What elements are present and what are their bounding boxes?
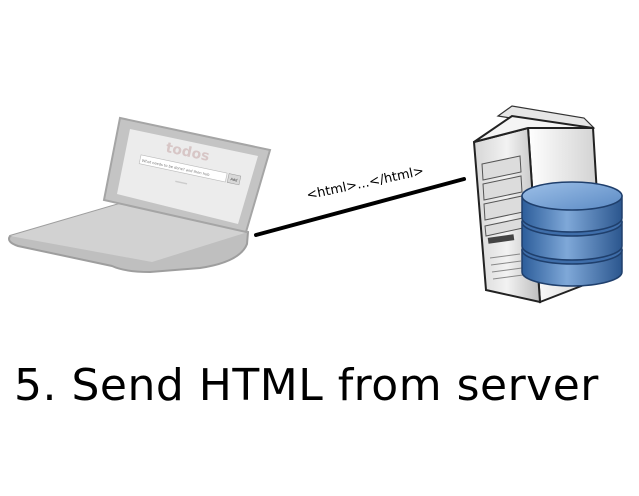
laptop-icon: todos What needs to be done? and then hu… <box>8 116 272 274</box>
step-caption: 5. Send HTML from server <box>14 360 599 411</box>
connection-line <box>254 177 466 237</box>
connection-label: <html>...</html> <box>305 164 425 204</box>
server-slot <box>487 234 515 244</box>
screen-todo-input <box>138 154 228 183</box>
server-top <box>473 114 594 143</box>
laptop-base-top <box>10 202 248 262</box>
laptop-screen <box>117 129 258 224</box>
screen-add-button-label: Add <box>230 177 238 182</box>
database-icon <box>521 181 623 287</box>
server-vents <box>489 253 524 280</box>
server-drive-bays <box>481 155 524 237</box>
screen-add-button <box>226 173 242 186</box>
screen-footer-line <box>175 180 188 185</box>
